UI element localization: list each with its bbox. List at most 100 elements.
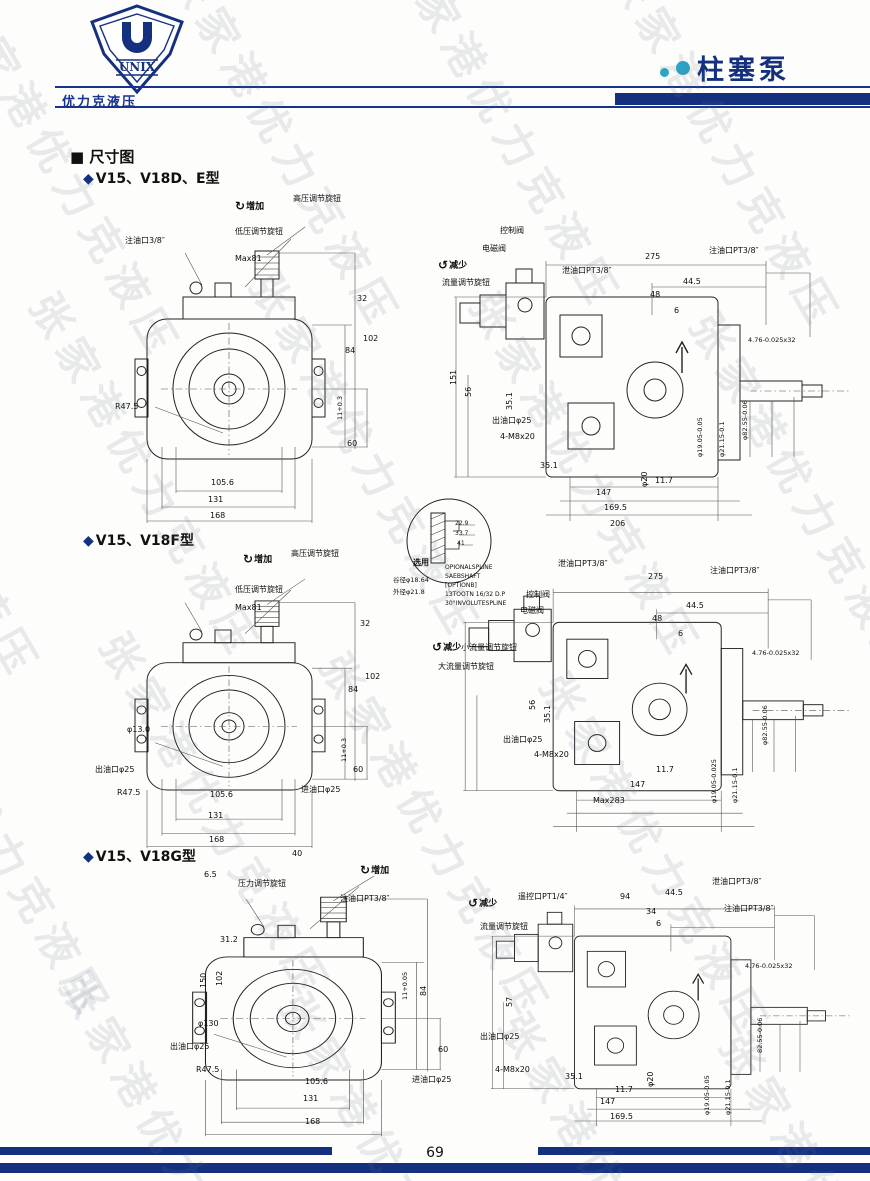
subsection-title-v18de: ◆V15、V18D、E型 (83, 171, 220, 187)
footer-bar-left (0, 1147, 332, 1155)
drawing-v18de-side-view: 控制阀 电磁阀 275 泄油口PT3/8″ 48 44.5 6 注油口PT3/8… (420, 225, 860, 535)
dim-label: 131 (208, 495, 224, 504)
label-low-pressure-knob: 低压调节旋钮 (235, 227, 283, 236)
dim-label: 169.5 (610, 1112, 633, 1121)
dim-label: 32 (360, 619, 371, 628)
dim-label: 32 (357, 294, 368, 303)
decrease-arrow-icon: ↺ (438, 258, 449, 272)
label-high-pressure-knob: 高压调节旋钮 (293, 194, 341, 203)
dim-label: 6 (656, 919, 662, 928)
dim-label: Max283 (593, 796, 625, 805)
label-optional: 选用 (413, 558, 429, 567)
label-spline-note: 30°INVOLUTESPLINE (445, 600, 507, 607)
label-root-diameter: 谷径φ18.64 (393, 576, 429, 584)
drawing-v18f-side-view: 泄油口PT3/8″ 275 注油口PT3/8″ 控制阀 电磁阀 48 44.5 … (430, 555, 860, 845)
label-outlet-port: 出油口φ25 (170, 1042, 210, 1051)
dim-label: 11+0.3 (336, 395, 344, 420)
label-bolt-spec: 4-M8x20 (534, 750, 569, 759)
unix-logo: UNIX (90, 4, 184, 94)
dim-label: 275 (645, 252, 661, 261)
label-outlet-port: 出油口φ25 (480, 1032, 520, 1041)
dim-label: 31.2 (220, 935, 238, 944)
dim-label: 44.5 (683, 277, 701, 286)
dim-label: 131 (208, 811, 224, 820)
label-outlet-port: 出油口φ25 (492, 416, 532, 425)
decrease-arrow-icon: ↺ (432, 640, 443, 654)
dim-label: 34 (646, 907, 657, 916)
product-title-block: 柱塞泵 (660, 48, 790, 87)
dim-label: 4.76-0.025x32 (748, 336, 796, 344)
dim-label: 84 (345, 346, 356, 355)
label-decrease: ↺减少 (468, 896, 498, 910)
dim-label: φ19.05-0.05 (703, 1075, 711, 1115)
dim-label: 44.5 (665, 888, 683, 897)
dim-label: 82.55-0.06 (756, 1017, 764, 1053)
u-emblem-icon (122, 22, 152, 53)
dim-label: φ19.05-0.05 (696, 417, 704, 457)
dim-label: 151 (449, 369, 458, 385)
label-spline-note: OPIONALSPLINE (445, 564, 493, 571)
logo-wordmark: UNIX (119, 60, 156, 74)
label-control-valve: 控制阀 (500, 226, 524, 235)
drawing-v18g-front-view: 40 6.5 压力调节旋钮 ↻增加 注油口PT3/8″ 31.2 150 102… (150, 848, 470, 1138)
drawing-v18f-front-view: ↻增加 高压调节旋钮 低压调节旋钮 Max81 32 102 84 11+0.3… (95, 549, 395, 850)
dim-label: 168 (209, 835, 225, 844)
dim-label: 6 (678, 629, 684, 638)
dim-label: Max81 (235, 603, 262, 612)
dim-label: 169.5 (604, 503, 627, 512)
dim-label: 60 (347, 439, 358, 448)
diamond-bullet-icon: ◆ (83, 533, 94, 549)
dim-label: 11+0.3 (340, 737, 348, 762)
label-remote-port: 遥控口PT1/4″ (518, 892, 568, 901)
dim-label: 57 (505, 996, 514, 1007)
dim-label: 84 (348, 685, 359, 694)
dim-label: 48 (652, 614, 663, 623)
dim-label: 41 (457, 540, 465, 547)
dim-label: 22.9 (455, 520, 469, 527)
dim-label: 147 (600, 1097, 616, 1106)
label-high-pressure-knob: 高压调节旋钮 (291, 549, 339, 558)
footer-bar-right (538, 1147, 870, 1155)
dim-label: 35.1 (505, 392, 514, 410)
dim-label: R47.5 (117, 788, 141, 797)
label-bolt-spec: 4-M8x20 (495, 1065, 530, 1074)
diamond-bullet-icon: ◆ (83, 849, 94, 865)
dim-label: 11.7 (656, 765, 674, 774)
diamond-bullet-icon: ◆ (83, 171, 94, 187)
dim-label: 6 (674, 306, 680, 315)
label-inlet-port: 进油口φ25 (412, 1075, 452, 1084)
increase-arrow-icon: ↻ (243, 552, 254, 566)
dim-label: 168 (305, 1117, 321, 1126)
company-name: 优力克液压 (62, 95, 138, 110)
subsection-title-v18f: ◆V15、V18F型 (83, 533, 194, 549)
footer-bottom-bar (0, 1163, 870, 1173)
label-spline-note: [OPTIONB] (445, 582, 477, 589)
label-oil-fill-port: 注油口PT3/8″ (340, 894, 390, 903)
label-decrease: ↺减少 (438, 258, 468, 272)
dim-label: 40 (292, 849, 303, 858)
dim-label: φ82.55-0.06 (761, 705, 769, 745)
dim-label: 11+0.05 (401, 971, 409, 1000)
dim-label: φ19.05-0.025 (710, 759, 718, 803)
label-bolt-spec: 4-M8x20 (500, 432, 535, 441)
dim-label: 60 (353, 765, 364, 774)
teal-dot-icon (660, 68, 669, 77)
dim-label: φ21.15-0.1 (718, 421, 726, 457)
dim-label: 131 (303, 1094, 319, 1103)
dim-label: 150 (199, 972, 208, 988)
label-oil-fill-port: 注油口3/8″ (125, 236, 165, 245)
label-increase: ↻增加 (243, 552, 273, 566)
label-big-flow-knob: 大流量调节旋钮 (438, 662, 494, 671)
label-low-pressure-knob: 低压调节旋钮 (235, 585, 283, 594)
dim-label: 33.7 (455, 530, 469, 537)
label-outlet-port: 出油口φ25 (95, 765, 135, 774)
label-solenoid-valve: 电磁阀 (482, 244, 506, 253)
dim-label: 11.7 (655, 476, 673, 485)
label-drain-port: 泄油口PT3/8″ (712, 877, 762, 886)
label-decrease-small-flow-knob: ↺减少小流量调节旋钮 (432, 640, 518, 654)
dim-label: φ13.0 (127, 725, 151, 734)
dim-label: 4.76-0.025x32 (745, 962, 793, 970)
watermark-text: 张家港优力克液压 (0, 304, 51, 690)
dim-label: 56 (528, 699, 537, 710)
